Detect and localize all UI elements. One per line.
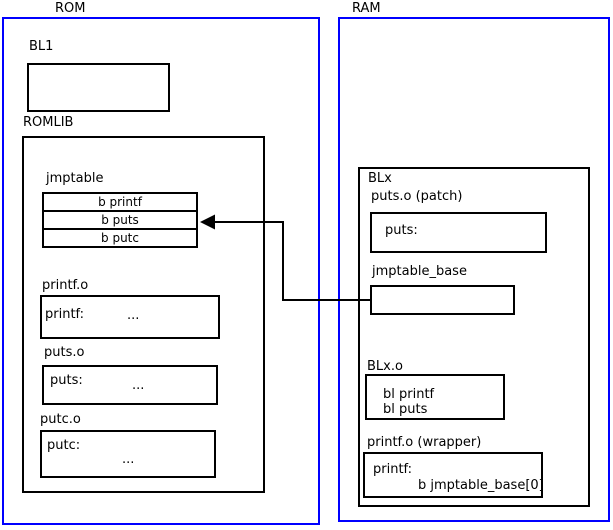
jmptable-entry-putc: b putc [42,228,198,248]
puts-symbol: puts: [50,373,83,388]
blx-o-box: bl printf bl puts [365,374,505,420]
putc-o-label: putc.o [40,412,81,427]
romlib-label: ROMLIB [23,115,74,130]
jmptable-base-label: jmptable_base [372,264,467,279]
blx-o-label: BLx.o [367,359,403,374]
puts-o-label: puts.o [44,345,85,360]
blx-label: BLx [368,171,392,186]
blx-o-line-bl-puts: bl puts [383,402,428,417]
jmptable-entry-printf: b printf [42,192,198,212]
bl1-label: BL1 [29,39,54,54]
printf-wrapper-box: printf: b jmptable_base[0] [363,452,544,498]
puts-patch-symbol: puts: [385,223,418,238]
printf-wrapper-branch: b jmptable_base[0] [418,478,544,493]
printf-o-label: printf.o [42,278,89,293]
puts-patch-label: puts.o (patch) [371,189,463,204]
jmptable-entry-puts: b puts [42,210,198,230]
printf-o-box: printf: ... [40,295,220,339]
blx-o-line-bl-printf: bl printf [383,387,435,402]
ram-title: RAM [352,1,381,16]
jmptable-label: jmptable [46,171,104,186]
puts-patch-box: puts: [370,212,547,253]
putc-body-ellipsis: ... [122,452,135,467]
puts-o-box: puts: ... [42,365,218,405]
romlib-box [22,136,265,493]
putc-symbol: putc: [47,438,81,453]
printf-wrapper-symbol: printf: [373,462,413,477]
rom-title: ROM [55,1,86,16]
jmptable-base-box [370,285,515,315]
putc-o-box: putc: ... [40,430,216,478]
printf-body-ellipsis: ... [127,308,140,323]
puts-body-ellipsis: ... [132,378,145,393]
jmptable-box: b printf b puts b putc [42,192,198,248]
printf-wrapper-label: printf.o (wrapper) [367,435,482,450]
blx-box [358,167,590,507]
bl1-box [27,63,170,112]
printf-symbol: printf: [45,307,85,322]
